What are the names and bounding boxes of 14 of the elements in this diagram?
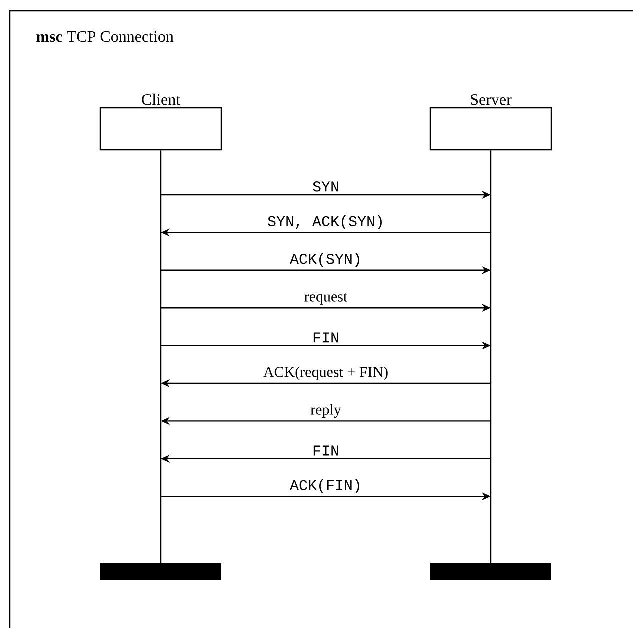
node-label: Server: [471, 94, 512, 106]
lifeline-drawing: Client: [100, 94, 222, 580]
message-label: ACK(SYN): [290, 253, 360, 268]
frame-title: msc TCP Connection: [36, 31, 174, 42]
message-label: SYN, ACK(SYN): [268, 216, 382, 230]
message-label: request: [304, 293, 348, 305]
message-label: reply: [310, 404, 342, 418]
message-label: FIN: [314, 446, 338, 456]
lifeline-drawing: Server: [430, 94, 552, 580]
message-label: ACK(request + FIN): [264, 366, 388, 380]
message-label: FIN: [314, 332, 338, 343]
node-label: Client: [142, 94, 180, 106]
message-label: SYN: [313, 182, 338, 192]
message-label: ACK(FIN): [290, 479, 360, 494]
